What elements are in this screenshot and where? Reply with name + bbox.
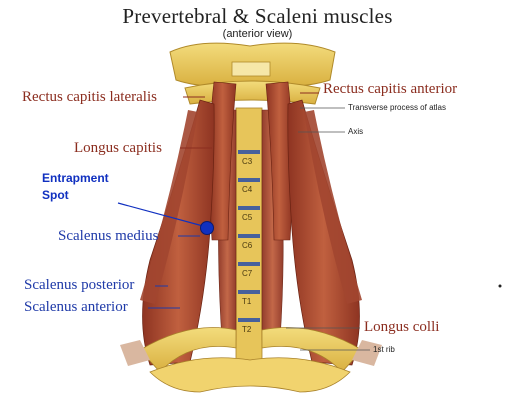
label-transverse-process-of-atlas: Transverse process of atlas: [348, 103, 446, 112]
first-rib: [139, 327, 237, 373]
vertebra-label: C3: [242, 157, 253, 166]
callout-leader-line: [117, 202, 204, 227]
vertebra-label: T1: [242, 297, 252, 306]
callout-entrapment-spot: Entrapment Spot: [42, 170, 109, 204]
vertebra-label: C4: [242, 185, 253, 194]
label-longus-colli: Longus colli: [364, 319, 440, 335]
diagram-subtitle: (anterior view): [222, 28, 293, 40]
vertebra-label: C7: [242, 269, 253, 278]
label-scalenus-anterior: Scalenus anterior: [24, 299, 128, 315]
callout-line-1: Entrapment: [42, 171, 109, 185]
label-axis: Axis: [348, 127, 364, 136]
upper-thorax: [149, 357, 351, 393]
vertebra-label: T2: [242, 325, 252, 334]
vertebra-label: C5: [242, 213, 253, 222]
scalene-muscles-right: [287, 99, 360, 366]
vertebra-label: C6: [242, 241, 253, 250]
entrapment-marker: [200, 221, 214, 235]
callout-line-2: Spot: [42, 187, 69, 202]
label-longus-capitis: Longus capitis: [74, 140, 162, 156]
diagram-title: Prevertebral & Scaleni muscles: [122, 4, 393, 28]
label-first-rib: 1st rib: [373, 345, 395, 354]
label-scalenus-medius: Scalenus medius: [58, 228, 159, 244]
label-scalenus-posterior: Scalenus posterior: [24, 277, 135, 293]
label-rectus-capitis-anterior: Rectus capitis anterior: [323, 81, 458, 97]
label-rectus-capitis-lateralis: Rectus capitis lateralis: [22, 89, 157, 105]
